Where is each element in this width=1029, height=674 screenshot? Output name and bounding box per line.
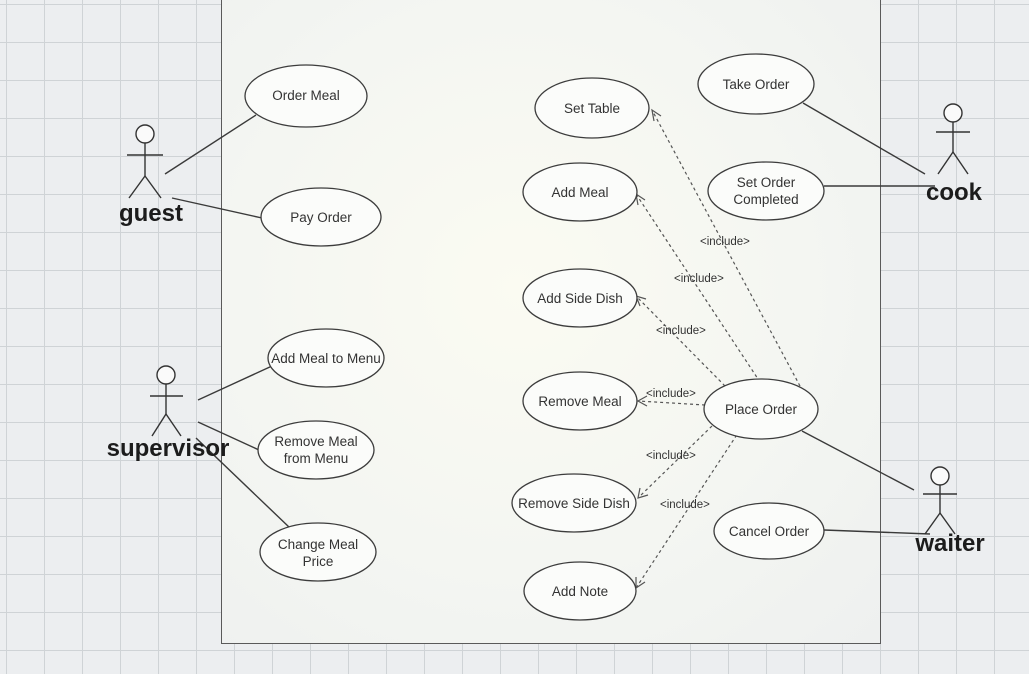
use-case-label: Place Order [725,402,798,417]
actor-label: cook [926,179,983,206]
use-case-label: Add Note [552,584,608,599]
include-arrowhead-remove-side-dish [637,487,649,499]
use-case-label: Set Table [564,101,620,116]
use-case-set-table[interactable]: Set Table [534,77,650,139]
use-case-add-side-dish[interactable]: Add Side Dish [522,268,638,328]
use-case-label: Change Meal [278,537,358,552]
actor-cook[interactable]: cook [926,103,983,206]
use-case-label: Completed [733,192,798,207]
include-label: <include> [656,325,706,337]
actor-guest[interactable]: guest [119,124,183,227]
use-case-add-meal[interactable]: Add Meal [522,162,638,222]
use-case-label: Cancel Order [729,524,810,539]
include-arrowhead-remove-meal [636,395,648,407]
use-case-add-meal-to-menu[interactable]: Add Meal to Menu [267,328,385,388]
use-case-label: from Menu [284,451,349,466]
use-case-take-order[interactable]: Take Order [697,53,815,115]
include-label: <include> [660,499,710,511]
include-label: <include> [646,388,696,400]
assoc-guest-order-meal [164,114,257,175]
use-case-label: Add Meal [551,185,608,200]
assoc-supervisor-add-meal-to-menu [197,365,273,401]
use-case-remove-meal[interactable]: Remove Meal [522,371,638,431]
use-case-place-order[interactable]: Place Order [703,378,819,440]
use-case-add-note[interactable]: Add Note [523,561,637,621]
use-case-label: Set Order [737,175,796,190]
include-arrowhead-set-table [651,108,662,122]
use-case-label: Take Order [723,77,790,92]
use-case-cancel-order[interactable]: Cancel Order [713,502,825,560]
include-place-order-set-table [651,109,801,387]
actor-supervisor[interactable]: supervisor [107,365,230,462]
include-place-order-add-meal [635,193,761,383]
actor-label: waiter [914,530,984,557]
use-case-remove-side-dish[interactable]: Remove Side Dish [511,473,637,533]
include-label: <include> [674,273,724,285]
use-case-order-meal[interactable]: Order Meal [244,64,368,128]
actor-label: supervisor [107,435,230,462]
assoc-cook-take-order [802,102,926,175]
actor-label: guest [119,200,183,227]
include-place-order-remove-side-dish [637,425,713,499]
assoc-supervisor-change-meal-price [195,437,291,529]
use-case-label: Remove Meal [274,434,357,449]
use-case-remove-meal-from-menu[interactable]: Remove Meal from Menu [257,420,375,480]
assoc-waiter-place-order [801,430,915,491]
use-case-set-order-completed[interactable]: Set Order Completed [707,161,825,221]
include-place-order-add-note [635,429,741,589]
use-case-label: Order Meal [272,88,340,103]
include-place-order-remove-meal [637,400,706,406]
use-case-label: Pay Order [290,210,352,225]
use-case-label: Price [303,554,334,569]
use-case-label: Remove Meal [538,394,621,409]
use-case-label: Remove Side Dish [518,496,630,511]
use-case-pay-order[interactable]: Pay Order [260,187,382,247]
use-case-label: Add Meal to Menu [271,351,381,366]
include-label: <include> [646,450,696,462]
use-case-change-meal-price[interactable]: Change Meal Price [259,522,377,582]
include-label: <include> [700,236,750,248]
include-place-order-add-side-dish [635,295,726,387]
assoc-guest-pay-order [171,197,263,219]
assoc-supervisor-remove-meal-from-menu [197,421,260,451]
actor-waiter[interactable]: waiter [914,466,985,557]
use-case-label: Add Side Dish [537,291,623,306]
assoc-waiter-cancel-order [823,529,931,535]
